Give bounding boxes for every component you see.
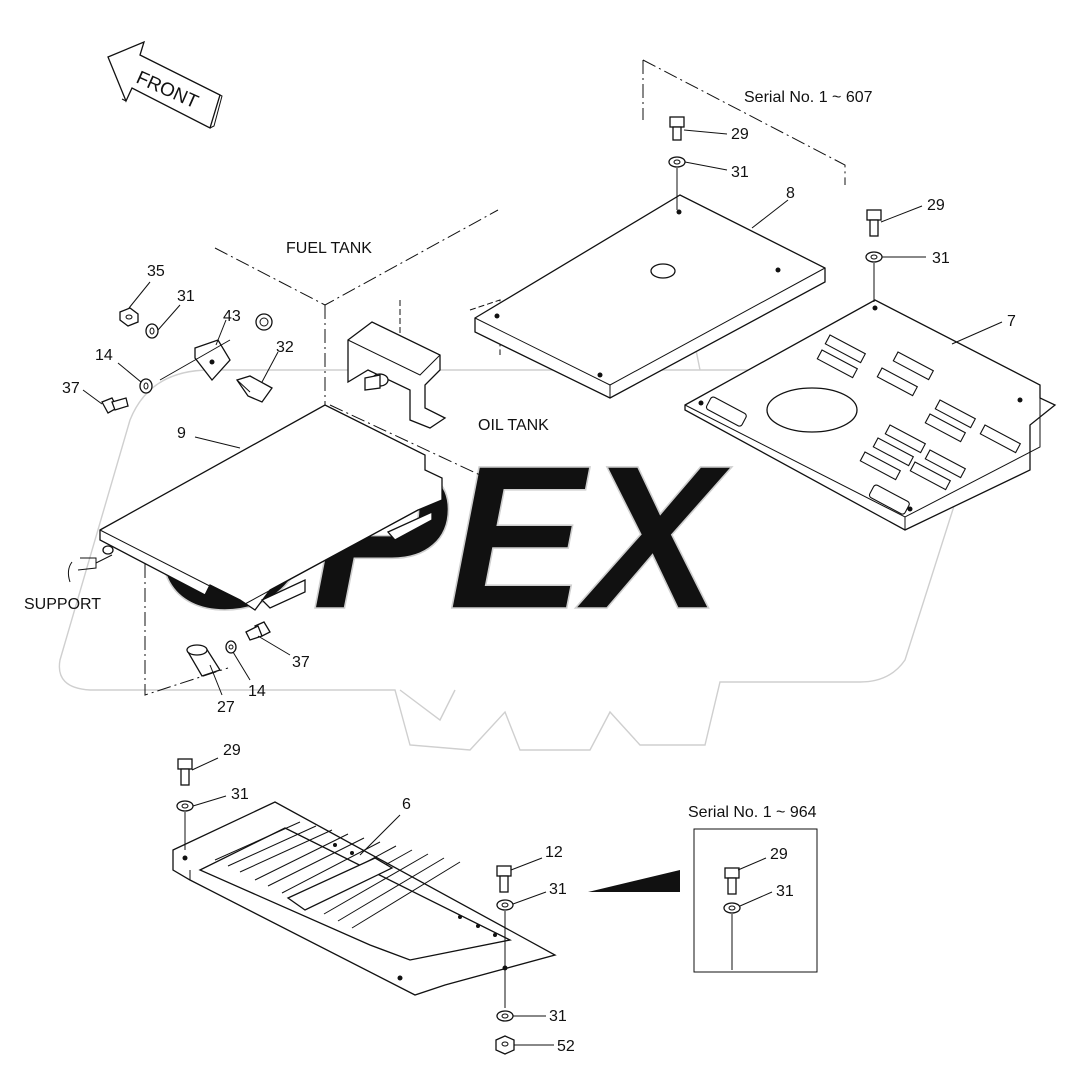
nut-35 [119,307,139,327]
support-stub [67,554,113,583]
washer-31-top [668,156,686,168]
tank-bracket [347,321,447,429]
tank-outline-top [642,59,846,185]
callout-37: 37 [292,654,310,671]
clip-43 [194,313,273,382]
washer-31-mid [496,899,514,911]
serial-top-caption: Serial No. 1 ~ 607 [744,89,873,106]
callout-31: 31 [776,883,794,900]
callout-7: 7 [1007,313,1016,330]
callout-9: 9 [177,425,186,442]
pointer-wedge [588,870,680,892]
washer-31-bottom-left [176,800,194,812]
bolt-37-left [101,397,129,414]
front-arrow-icon: FRONT [107,40,223,129]
cushion-32 [235,375,273,403]
leader-lines [82,129,1003,1046]
callout-37: 37 [62,380,80,397]
oil-tank-caption: OIL TANK [478,417,549,434]
callout-8: 8 [786,185,795,202]
support-caption: SUPPORT [24,596,101,613]
nut-52 [495,1035,515,1055]
callout-35: 35 [147,263,165,280]
callout-32: 32 [276,339,294,356]
callout-31: 31 [932,250,950,267]
callout-14: 14 [248,683,266,700]
callout-43: 43 [223,308,241,325]
callout-52: 52 [557,1038,575,1055]
callout-31: 31 [231,786,249,803]
fuel-tank-caption: FUEL TANK [286,240,372,257]
cover-part-6 [172,801,557,996]
callout-14: 14 [95,347,113,364]
bolt-29-top [669,116,685,141]
washer-31-left [145,323,159,339]
callout-6: 6 [402,796,411,813]
oil-tank-outline [329,404,481,476]
washer-14-bottom [225,640,237,654]
cover-part-8 [474,194,826,399]
washer-31-right [865,251,883,263]
bolt-12 [496,865,512,893]
bolt-29-bottom-left [177,758,193,786]
washer-14-left [139,378,153,394]
callout-29: 29 [223,742,241,759]
callout-31: 31 [549,881,567,898]
bolt-29-right [866,209,882,237]
cover-part-9 [99,404,443,611]
callout-27: 27 [217,699,235,716]
cover-part-7 [684,299,1057,531]
fuel-tank-outline [214,209,499,306]
callout-29: 29 [770,846,788,863]
callout-12: 12 [545,844,563,861]
callout-29: 29 [731,126,749,143]
washer-31-lower [496,1010,514,1022]
serial-bottom-caption: Serial No. 1 ~ 964 [688,804,817,821]
serial-inset-box [693,828,818,973]
callout-31: 31 [731,164,749,181]
callout-31: 31 [549,1008,567,1025]
callout-31: 31 [177,288,195,305]
callout-29: 29 [927,197,945,214]
